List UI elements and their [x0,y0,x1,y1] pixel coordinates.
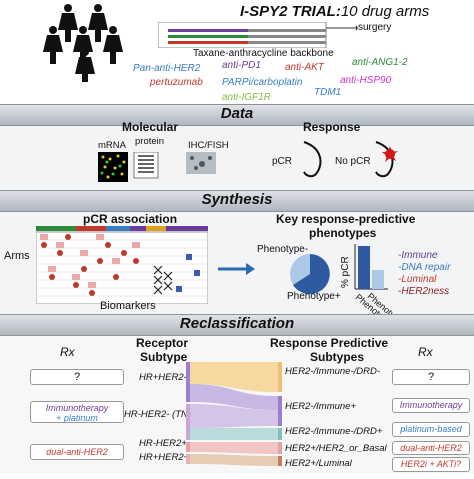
phenotype-immune: -Immune [398,250,438,261]
phenotype-pie [288,252,332,301]
synthesis-arrow [216,262,256,281]
microarray-image [98,142,218,195]
synthesis-band [0,190,474,212]
reclassification-band-label: Reclassification [179,315,295,332]
pct-pcr-axis-label: % pCR [340,256,351,288]
reclassification-band [0,314,474,336]
surgery-label: surgery [358,22,392,33]
synthesis-band-label: Synthesis [201,191,273,208]
data-panel [0,126,474,190]
response-subtype-her2-pos-luminal: HER2+/Luminal [285,458,352,469]
response-subtype-her2-pos-basal: HER2+/HER2_or_Basal [285,443,387,454]
phenotype-luminal: -Luminal [398,274,437,285]
receptor-subtype-title-1: Receptor [136,336,189,350]
key-phenotypes-title-1: Key response-predictive [276,212,416,226]
subtype-sankey [186,362,282,479]
molecular-title: Molecular [122,120,179,134]
phenotype-list: -Immune -DNA repair -Luminal -HER2ness [398,250,450,298]
ihc-label: IHC/FISH [188,140,229,151]
phenotype-her2ness: -HER2ness [398,286,450,297]
subtype-hr-neg-her2-pos: HR-HER2+ [139,438,187,449]
arm-anti-akt: anti-AKT [285,62,324,73]
protein-label: protein [135,136,165,147]
key-phenotypes-title-2: phenotypes [309,226,377,240]
pcr-label: pCR [272,156,293,167]
receptor-subtype-title-2: Subtype [140,350,188,364]
phenotype-minus-label: Phenotype- [257,244,309,255]
phenotype-dna-repair: -DNA repair [398,262,451,273]
response-subtype-her2-neg-immune-pos: HER2-/Immune+ [285,401,357,412]
response-subtype-her2-neg-drd-pos: HER2-/Immune-/DRD+ [285,426,383,437]
phenotype-bar-chart [354,244,388,295]
pcr-association-heatmap [35,226,209,309]
no-pcr-label: No pCR [335,156,371,167]
rx-box-her2-pos: dual-anti-HER2 [30,444,124,460]
subtype-tn: HR-HER2- (TN) [124,409,192,420]
rx-box-right-immunotherapy: Immunotherapy [392,398,470,413]
trial-timeline-bars [157,21,358,53]
rx-box-tn: Immunotherapy + platinum [30,401,124,423]
arms-axis-label: Arms [4,250,30,262]
trial-title: I-SPY2 TRIAL:10 drug arms [240,3,430,20]
women-icon-group [40,2,140,87]
response-subtypes-title-2: Subtypes [310,350,365,364]
arm-anti-igf1r: anti-IGF1R [222,92,271,103]
arm-tdm1: TDM1 [314,87,342,98]
biomarkers-axis-label: Biomarkers [100,300,156,312]
phenotype-plus-label: Phenotype+ [287,291,341,302]
arm-pertuzumab: pertuzumab [150,77,203,88]
arm-anti-pd1: anti-PD1 [222,60,261,71]
response-subtype-her2-neg-immune-neg-drd-neg: HER2-/Immune-/DRD- [285,366,381,377]
rx-right-label: Rx [418,345,433,359]
mrna-label: mRNA [98,140,126,151]
subtype-hr-pos-her2-neg: HR+HER2- [139,372,187,383]
breast-icon-pcr [300,140,328,185]
rx-box-right-unknown: ? [392,369,470,385]
rx-box-right-platinum: platinum-based [392,422,470,437]
rx-box-right-dual-her2: dual-anti-HER2 [392,441,470,455]
arm-parpi: PARPi/carboplatin [222,77,303,88]
response-title: Response [303,120,361,134]
data-band-label: Data [220,105,254,122]
trial-subtitle: 10 drug arms [340,3,430,20]
rx-left-label: Rx [60,345,75,359]
data-band [0,104,474,126]
arm-anti-hsp90: anti-HSP90 [340,75,392,86]
response-subtypes-title-1: Response Predictive [270,336,389,350]
arm-anti-ang: anti-ANG1-2 [352,57,408,68]
arm-backbone: Taxane-anthracycline backbone [193,48,334,59]
breast-icon-no-pcr [372,140,402,187]
arm-pan-her2: Pan-anti-HER2 [133,63,201,74]
rx-box-hr-her2-neg: ? [30,369,124,385]
subtype-hr-pos-her2-pos: HR+HER2+ [139,452,190,463]
pcr-association-title: pCR association [83,212,178,226]
rx-box-right-her2i-akti: HER2i + AKTi? [392,457,470,472]
